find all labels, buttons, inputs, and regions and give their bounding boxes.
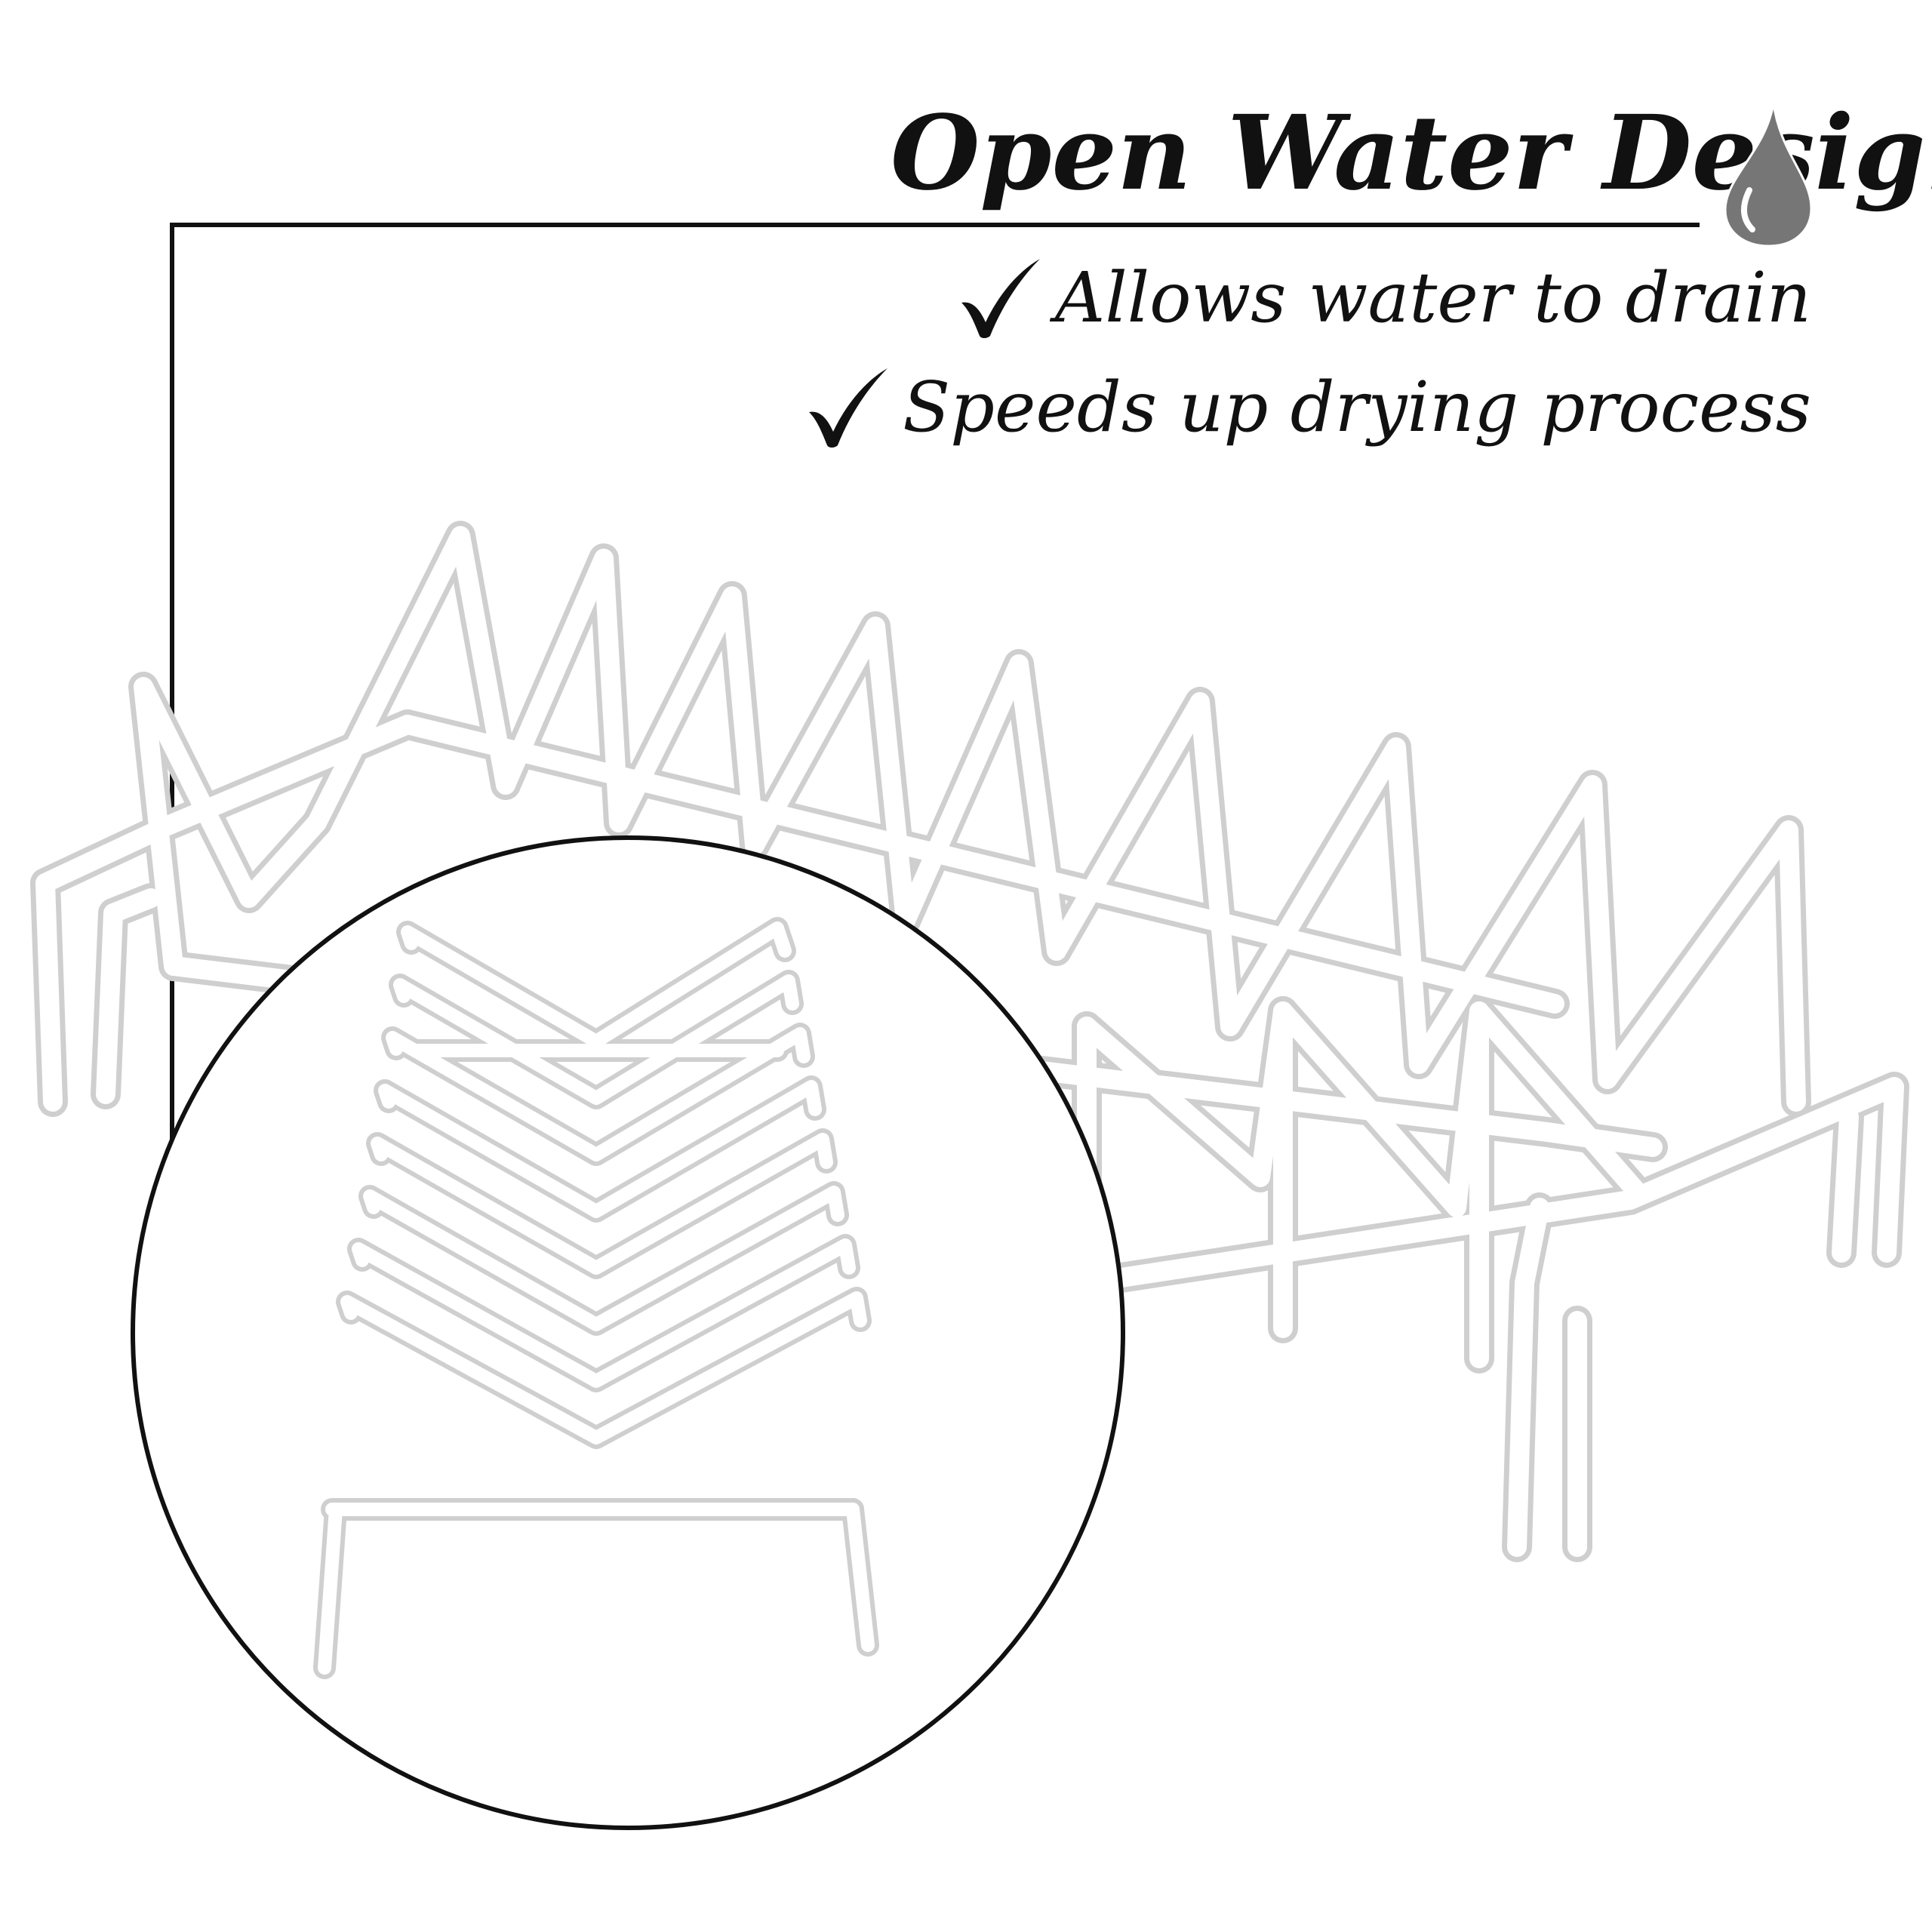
detail-inset xyxy=(131,835,1125,1830)
feature-item: Allows water to drain xyxy=(936,242,1811,355)
checkmark-icon xyxy=(809,368,888,448)
checkmark-icon xyxy=(961,259,1040,338)
dish-rack xyxy=(30,521,1909,1562)
water-drop-icon xyxy=(1724,102,1813,248)
detail-inset-border xyxy=(131,835,1125,1830)
headline: Open Water Design xyxy=(891,93,1932,214)
feature-item: Speeds up drying process xyxy=(809,351,1811,464)
feature-text: Allows water to drain xyxy=(1054,257,1811,338)
feature-text: Speeds up drying process xyxy=(903,367,1811,448)
